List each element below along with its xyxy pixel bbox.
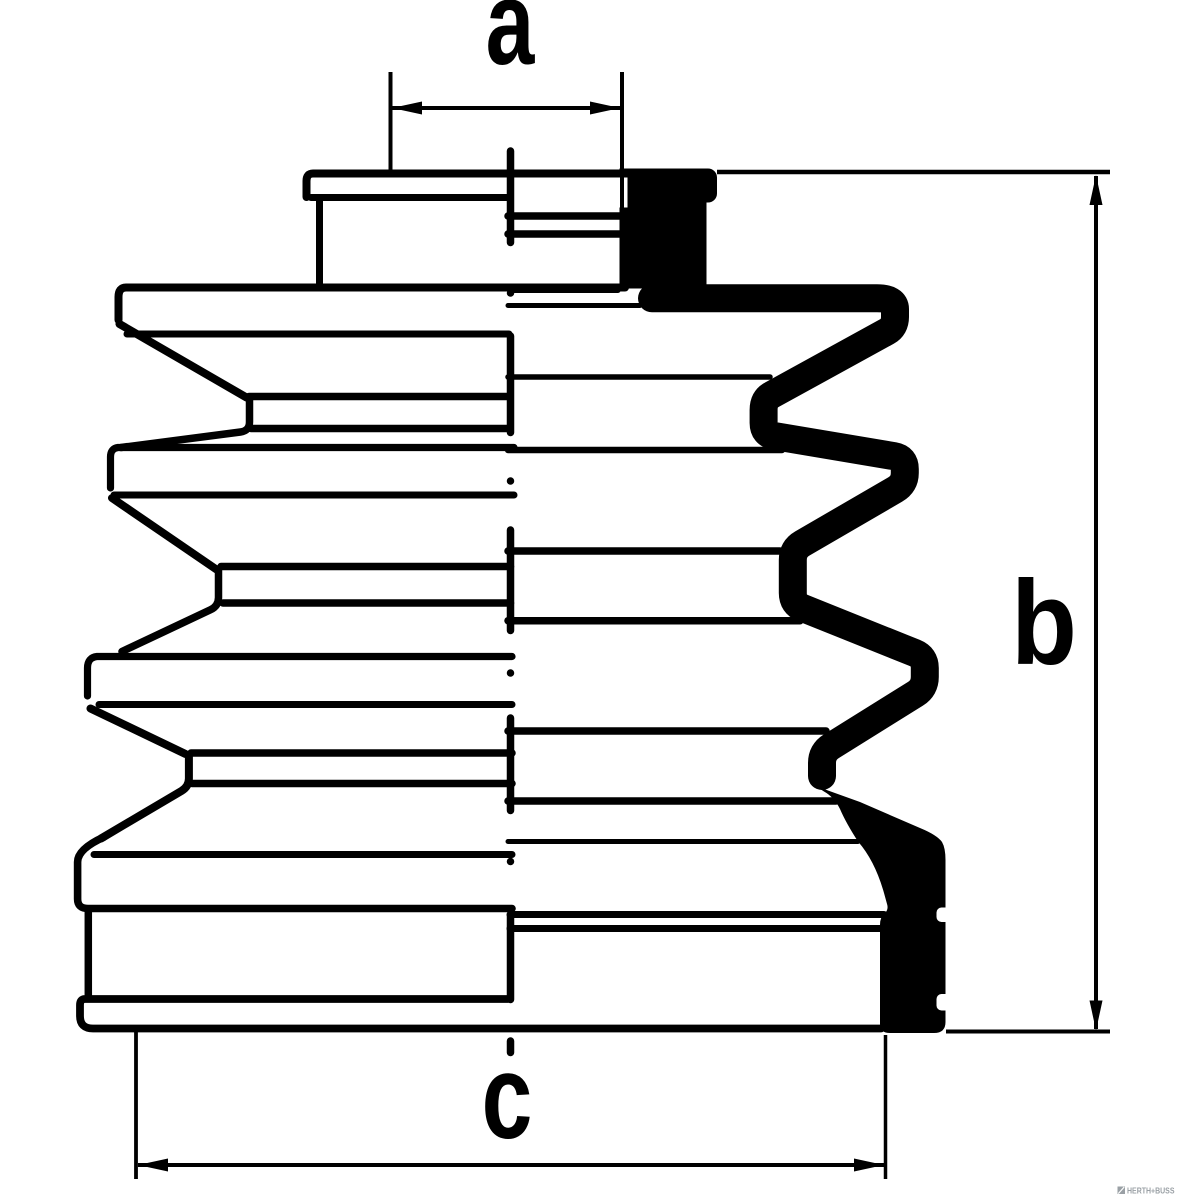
svg-text:HERTH+BUSS: HERTH+BUSS	[1127, 1186, 1175, 1196]
svg-text:a: a	[486, 0, 536, 90]
svg-text:b: b	[1011, 557, 1077, 690]
svg-text:c: c	[482, 1030, 533, 1164]
